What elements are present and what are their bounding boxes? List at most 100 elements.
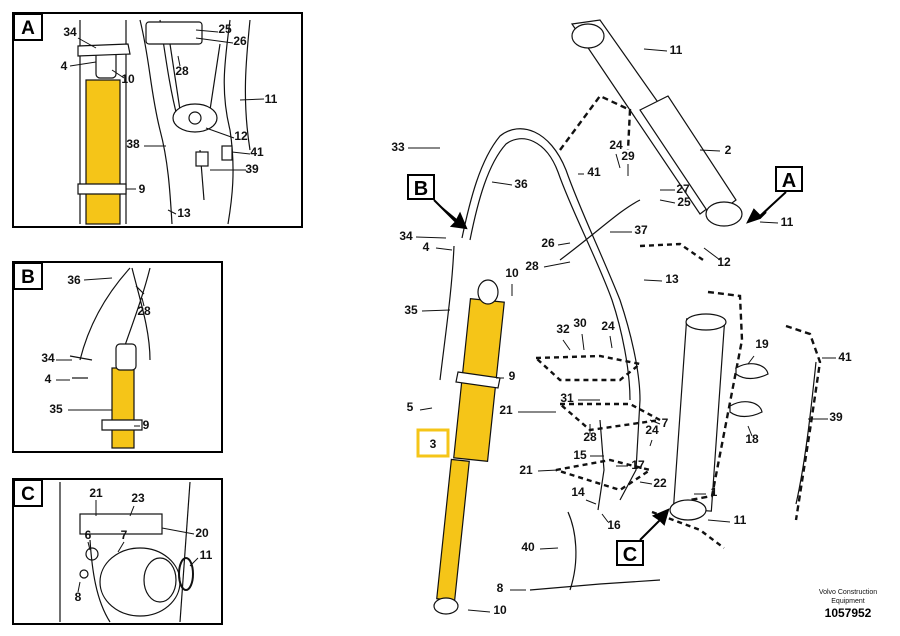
- callout-number-11: 11: [670, 43, 683, 57]
- callout-number-11: 11: [200, 548, 213, 562]
- callout-leader: [421, 309, 451, 312]
- callout-leader: [747, 425, 753, 437]
- panel-c-artwork: [59, 481, 194, 623]
- callout-number-41: 41: [838, 350, 852, 364]
- callout-number-24: 24: [645, 423, 659, 437]
- callout-number-7: 7: [121, 528, 128, 542]
- callout-leader: [581, 333, 585, 351]
- callout-leader: [539, 547, 559, 550]
- callout-leader: [435, 247, 453, 251]
- callout-number-36: 36: [514, 177, 528, 191]
- callout-leader: [129, 505, 135, 517]
- callout-number-32: 32: [556, 322, 570, 336]
- callout-leader: [205, 127, 235, 139]
- callout-leader: [557, 242, 571, 246]
- callout-number-7: 7: [662, 416, 669, 430]
- callout-number-38: 38: [126, 137, 140, 151]
- callout-leader: [117, 541, 125, 553]
- callout-number-14: 14: [571, 485, 585, 499]
- callout-number-41: 41: [587, 165, 601, 179]
- callout-leader: [537, 469, 559, 472]
- callout-number-10: 10: [505, 266, 519, 280]
- callout-leader: [77, 581, 81, 593]
- callout-number-40: 40: [521, 540, 535, 554]
- callout-leader: [562, 339, 571, 351]
- callout-number-27: 27: [676, 182, 690, 196]
- callout-number-37: 37: [634, 223, 648, 237]
- callout-leader: [491, 181, 513, 186]
- callout-number-5: 5: [407, 400, 414, 414]
- callout-leader: [659, 199, 676, 204]
- callout-number-6: 6: [85, 528, 92, 542]
- callout-number-34: 34: [63, 25, 77, 39]
- svg-text:A: A: [782, 170, 796, 192]
- detail-panel-a: A: [12, 12, 303, 228]
- callout-leader: [177, 55, 181, 67]
- callout-number-11: 11: [781, 215, 794, 229]
- callout-number-34: 34: [399, 229, 413, 243]
- callout-number-8: 8: [497, 581, 504, 595]
- callout-number-25: 25: [218, 22, 232, 36]
- view-marker-c: C: [616, 508, 670, 566]
- callout-number-4: 4: [45, 372, 52, 386]
- callout-number-1: 1: [711, 485, 718, 499]
- panel-b-letter: B: [21, 267, 35, 288]
- callout-number-11: 11: [734, 513, 747, 527]
- view-marker-b: B: [407, 174, 468, 230]
- callout-number-18: 18: [745, 432, 759, 446]
- main-assembly: [433, 19, 822, 615]
- callout-number-13: 13: [177, 206, 191, 220]
- callout-leader: [643, 48, 668, 52]
- callout-leader: [643, 279, 663, 282]
- callout-number-31: 31: [560, 391, 574, 405]
- callout-number-28: 28: [137, 304, 151, 318]
- callout-leader: [759, 221, 779, 224]
- highlighted-part-label: 3: [430, 437, 437, 451]
- callout-leader: [195, 37, 234, 44]
- callout-number-30: 30: [573, 316, 587, 330]
- svg-text:C: C: [623, 544, 637, 566]
- callout-leader: [703, 247, 721, 261]
- credit-line-1: Volvo Construction: [819, 589, 877, 596]
- document-number: 1057952: [825, 606, 872, 620]
- callout-leader: [231, 151, 251, 155]
- callout-number-24: 24: [609, 138, 623, 152]
- callout-number-4: 4: [61, 59, 68, 73]
- callout-leader: [649, 439, 653, 447]
- callout-number-10: 10: [121, 72, 135, 86]
- callout-number-12: 12: [717, 255, 731, 269]
- callout-leader: [699, 149, 721, 152]
- callout-number-36: 36: [67, 273, 81, 287]
- callout-leader: [69, 61, 97, 67]
- callout-number-21: 21: [89, 486, 103, 500]
- callout-leader: [707, 519, 731, 523]
- callout-number-41: 41: [250, 145, 264, 159]
- callout-number-13: 13: [665, 272, 679, 286]
- callout-number-10: 10: [493, 603, 507, 617]
- highlight-box: [416, 428, 450, 458]
- callout-leader: [77, 37, 97, 49]
- callout-leader: [87, 541, 91, 551]
- svg-text:B: B: [414, 178, 428, 200]
- callout-leader: [167, 209, 177, 215]
- callout-number-9: 9: [509, 369, 516, 383]
- panel-a-letter: A: [21, 18, 35, 39]
- callout-leader: [189, 557, 199, 567]
- callout-number-28: 28: [583, 430, 597, 444]
- callout-number-39: 39: [245, 162, 259, 176]
- callout-number-16: 16: [607, 518, 621, 532]
- callout-number-26: 26: [541, 236, 555, 250]
- callout-number-22: 22: [653, 476, 667, 490]
- callout-number-23: 23: [131, 491, 145, 505]
- callout-number-34: 34: [41, 351, 55, 365]
- callout-number-35: 35: [404, 303, 418, 317]
- credit-block: Volvo Construction Equipment 1057952: [819, 589, 877, 620]
- callout-number-24: 24: [601, 319, 615, 333]
- callout-leader: [639, 481, 653, 485]
- callout-leader: [747, 355, 755, 365]
- detail-panel-b: B: [12, 261, 223, 453]
